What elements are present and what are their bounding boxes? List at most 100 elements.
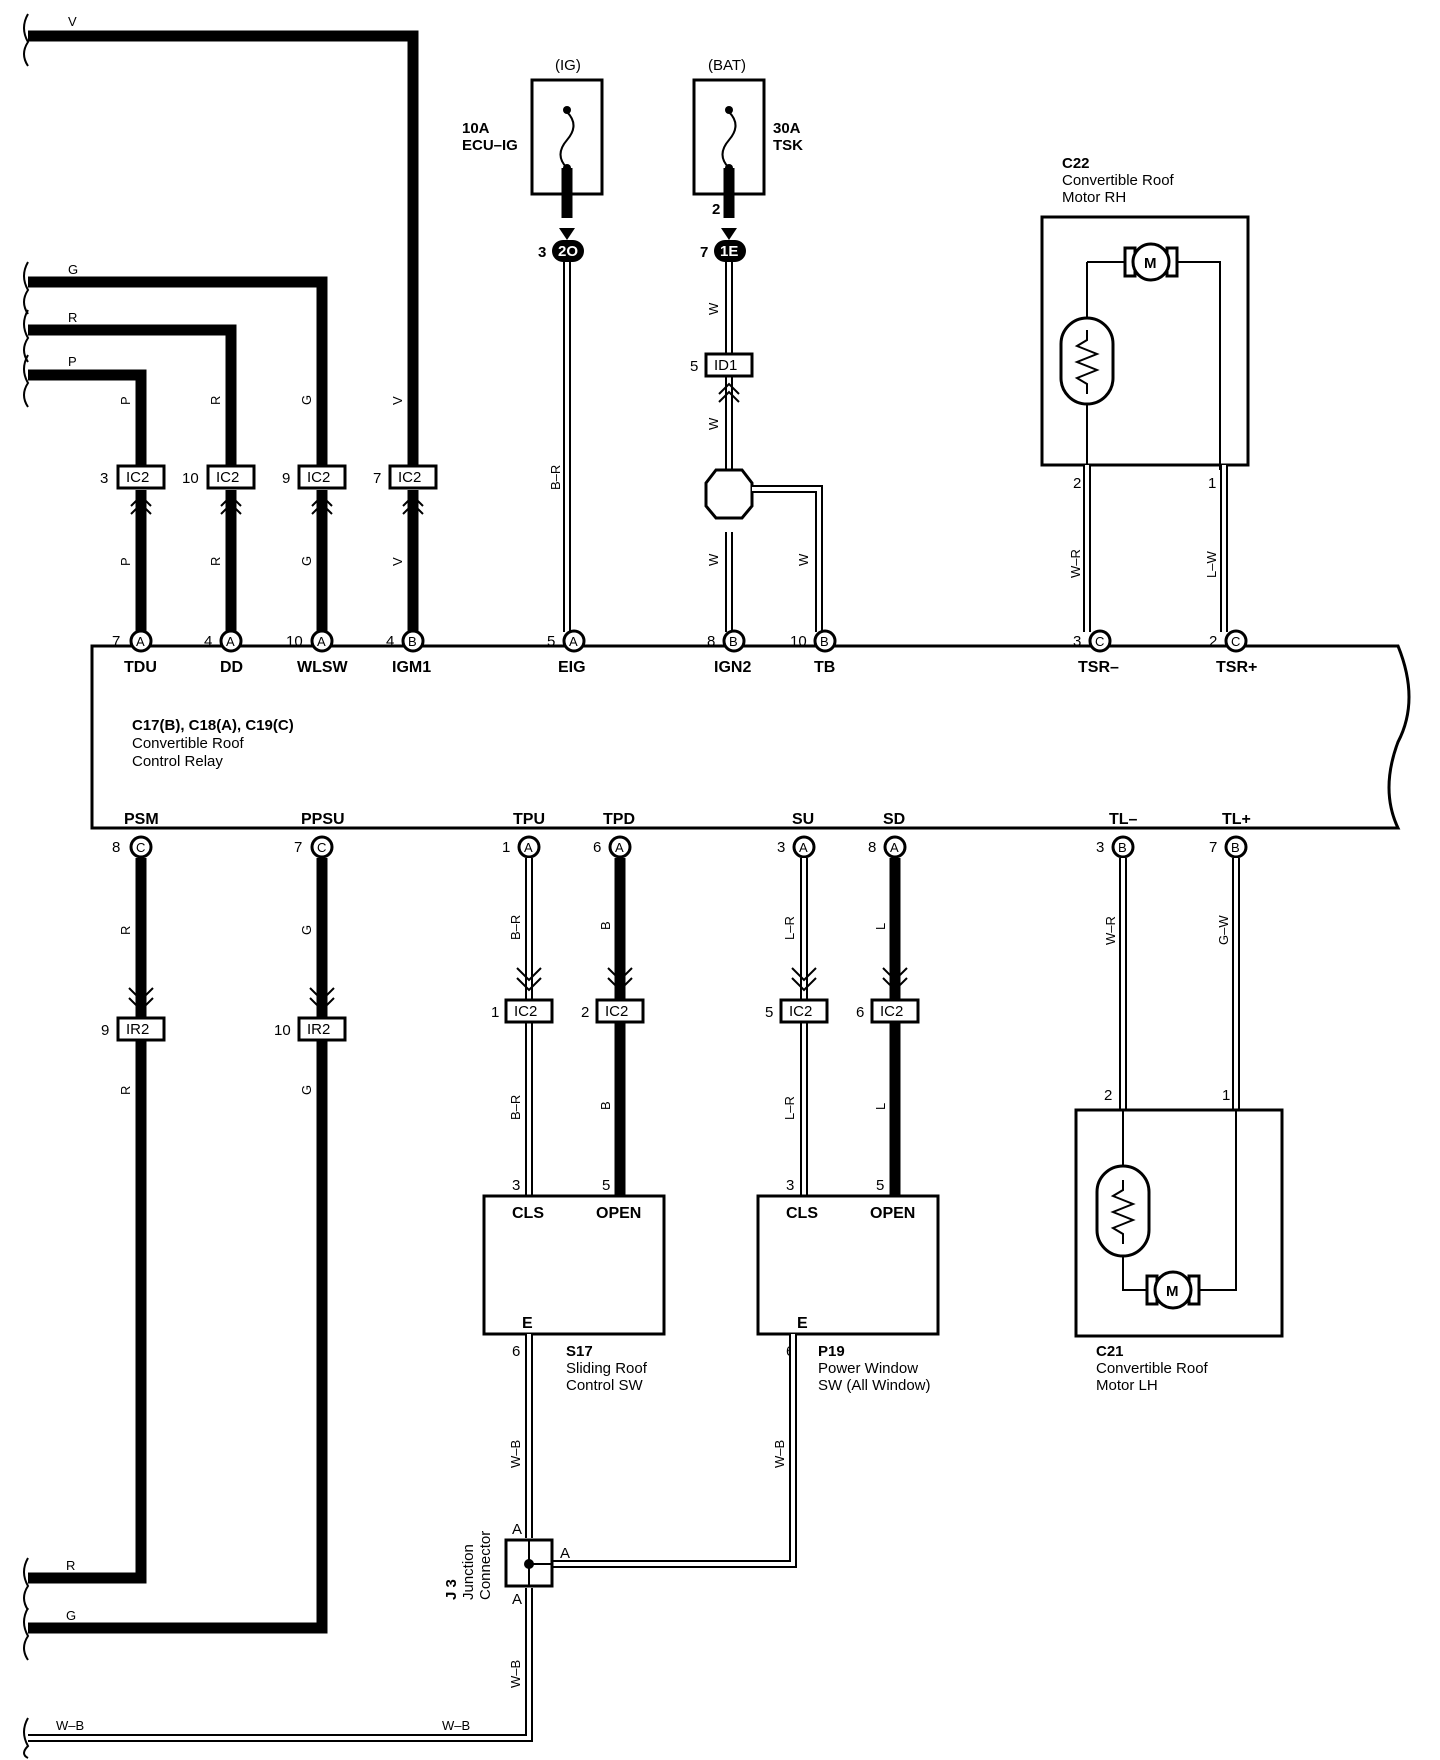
wire-label-su-lower: L–R xyxy=(782,1096,797,1120)
svg-text:7: 7 xyxy=(373,470,381,487)
svg-text:10A: 10A xyxy=(462,120,490,137)
svg-text:CLS: CLS xyxy=(512,1205,544,1222)
jb-connector-1e: 1E 7 xyxy=(700,228,746,262)
wire-label-tl-minus: W–R xyxy=(1103,916,1118,945)
svg-text:A: A xyxy=(226,634,235,649)
wire-label-g-bottom: G xyxy=(66,1608,76,1623)
svg-text:SU: SU xyxy=(792,811,814,828)
wire-r xyxy=(28,324,237,470)
svg-text:TPD: TPD xyxy=(603,811,635,828)
wire-label-tpu-upper: B–R xyxy=(508,915,523,940)
terminal-tpu: TPU A 1 xyxy=(502,811,545,859)
wire-label-wb-bottom: W–B xyxy=(56,1718,84,1733)
svg-text:3: 3 xyxy=(786,1177,794,1194)
wire-label-ppsu-lower: G xyxy=(299,1085,314,1095)
svg-text:7: 7 xyxy=(294,839,302,856)
svg-text:SW (All Window): SW (All Window) xyxy=(818,1377,931,1394)
svg-text:TSR+: TSR+ xyxy=(1216,659,1257,676)
wire-label-p: P xyxy=(68,354,77,369)
wire-p xyxy=(28,369,147,470)
switch-p19: 3 5 CLS OPEN E 6 P19 Power Window SW (Al… xyxy=(756,1177,940,1394)
svg-text:DD: DD xyxy=(220,659,243,676)
svg-text:7: 7 xyxy=(700,244,708,261)
svg-text:J 3: J 3 xyxy=(443,1579,460,1600)
svg-text:(BAT): (BAT) xyxy=(708,57,746,74)
svg-text:A: A xyxy=(799,840,808,855)
svg-text:A: A xyxy=(317,634,326,649)
wire-v xyxy=(28,30,419,470)
wire-label-tsr-minus: W–R xyxy=(1068,549,1083,578)
svg-text:A: A xyxy=(512,1591,522,1608)
svg-text:30A: 30A xyxy=(773,120,801,137)
wire-label-tsr-plus: L–W xyxy=(1204,551,1219,578)
wire-g xyxy=(28,276,328,470)
svg-text:Convertible Roof: Convertible Roof xyxy=(1062,172,1175,189)
svg-text:B: B xyxy=(1118,840,1127,855)
svg-text:A: A xyxy=(615,840,624,855)
svg-text:IR2: IR2 xyxy=(126,1021,149,1038)
terminal-dd: A 4 DD xyxy=(204,629,243,676)
ic2-connector-3: IC2 9 xyxy=(282,464,347,515)
svg-text:Power Window: Power Window xyxy=(818,1360,918,1377)
svg-text:5: 5 xyxy=(876,1177,884,1194)
svg-text:TSK: TSK xyxy=(773,137,803,154)
svg-text:A: A xyxy=(569,634,578,649)
wire-label-p-upper: P xyxy=(118,396,133,405)
svg-text:B: B xyxy=(729,634,738,649)
svg-text:TB: TB xyxy=(814,659,835,676)
svg-text:3: 3 xyxy=(100,470,108,487)
motor-lh: 2 1 M C21 Convertible Roof Motor LH xyxy=(1074,1087,1284,1394)
jb-connector-2o: 2O 3 xyxy=(538,228,584,262)
svg-text:WLSW: WLSW xyxy=(297,659,349,676)
svg-text:5: 5 xyxy=(602,1177,610,1194)
svg-text:(IG): (IG) xyxy=(555,57,581,74)
ic2-bottom-1: IC2 1 xyxy=(491,998,554,1024)
svg-text:6: 6 xyxy=(856,1004,864,1021)
svg-text:CLS: CLS xyxy=(786,1205,818,1222)
svg-text:2: 2 xyxy=(1104,1087,1112,1104)
svg-text:Sliding Roof: Sliding Roof xyxy=(566,1360,648,1377)
svg-text:3: 3 xyxy=(1096,839,1104,856)
svg-text:3: 3 xyxy=(512,1177,520,1194)
wire-label-g-lower: G xyxy=(299,556,314,566)
wire-label-wb-bottom2: W–B xyxy=(442,1718,470,1733)
terminal-tsr-plus: C 2 TSR+ xyxy=(1209,629,1257,676)
wire-label-su-upper: L–R xyxy=(782,916,797,940)
svg-text:A: A xyxy=(512,1521,522,1538)
edge-break-r xyxy=(23,309,30,363)
svg-text:C: C xyxy=(1231,634,1240,649)
svg-text:TSR–: TSR– xyxy=(1078,659,1119,676)
edge-break-v xyxy=(23,13,30,67)
svg-text:C: C xyxy=(317,840,326,855)
wire-label-p-lower: P xyxy=(118,557,133,566)
svg-text:1: 1 xyxy=(1208,475,1216,492)
svg-text:E: E xyxy=(522,1315,533,1332)
wire-label-j3-down: W–B xyxy=(508,1660,523,1688)
motor-rh: C22 Convertible Roof Motor RH M 2 1 xyxy=(1040,155,1250,492)
svg-text:EIG: EIG xyxy=(558,659,586,676)
svg-text:1: 1 xyxy=(502,839,510,856)
wire-label-tpu-lower: B–R xyxy=(508,1095,523,1120)
svg-text:A: A xyxy=(560,1545,570,1562)
terminal-ppsu: PPSU C 7 xyxy=(294,811,345,859)
svg-text:1: 1 xyxy=(1222,1087,1230,1104)
svg-text:Junction: Junction xyxy=(460,1544,477,1600)
svg-text:IGM1: IGM1 xyxy=(392,659,431,676)
wire-label-eig: B–R xyxy=(548,465,563,490)
terminal-psm: PSM C 8 xyxy=(112,811,159,859)
id1-connector: ID1 5 xyxy=(690,352,754,403)
terminal-tpd: TPD A 6 xyxy=(593,811,635,859)
svg-text:3: 3 xyxy=(1073,633,1081,650)
svg-text:1E: 1E xyxy=(720,243,738,260)
svg-text:10: 10 xyxy=(790,633,807,650)
relay-body xyxy=(90,644,1411,830)
svg-text:C: C xyxy=(1095,634,1104,649)
wire-j3-down xyxy=(28,1588,533,1742)
svg-text:SD: SD xyxy=(883,811,905,828)
terminal-wlsw: A 10 WLSW xyxy=(286,629,349,676)
relay-name-line2: Control Relay xyxy=(132,753,223,770)
svg-text:IC2: IC2 xyxy=(880,1003,903,1020)
fuse-tsk: (BAT) 30A TSK 2 xyxy=(692,57,803,218)
svg-text:IC2: IC2 xyxy=(126,469,149,486)
